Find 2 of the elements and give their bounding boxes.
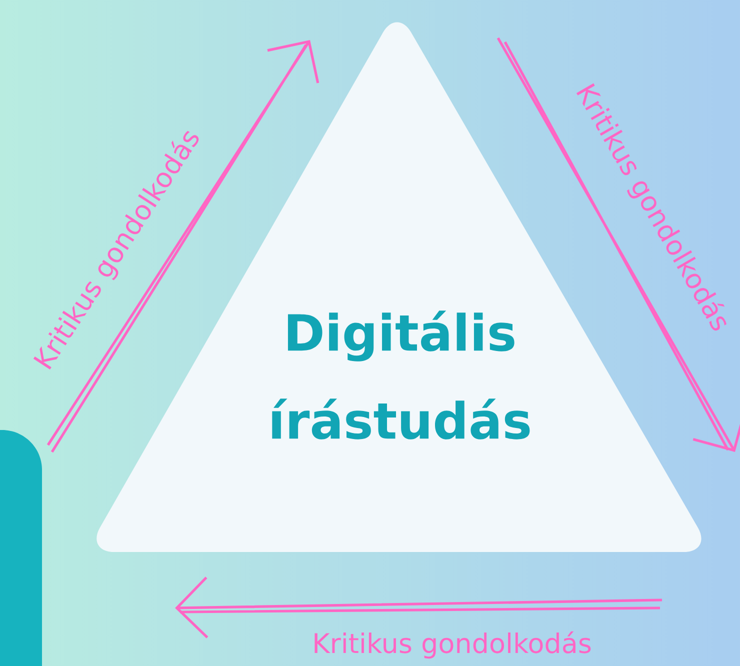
title-text: Digitális írástudás xyxy=(272,310,530,440)
arrow-label: Kritikus gondolkodás xyxy=(314,631,591,659)
